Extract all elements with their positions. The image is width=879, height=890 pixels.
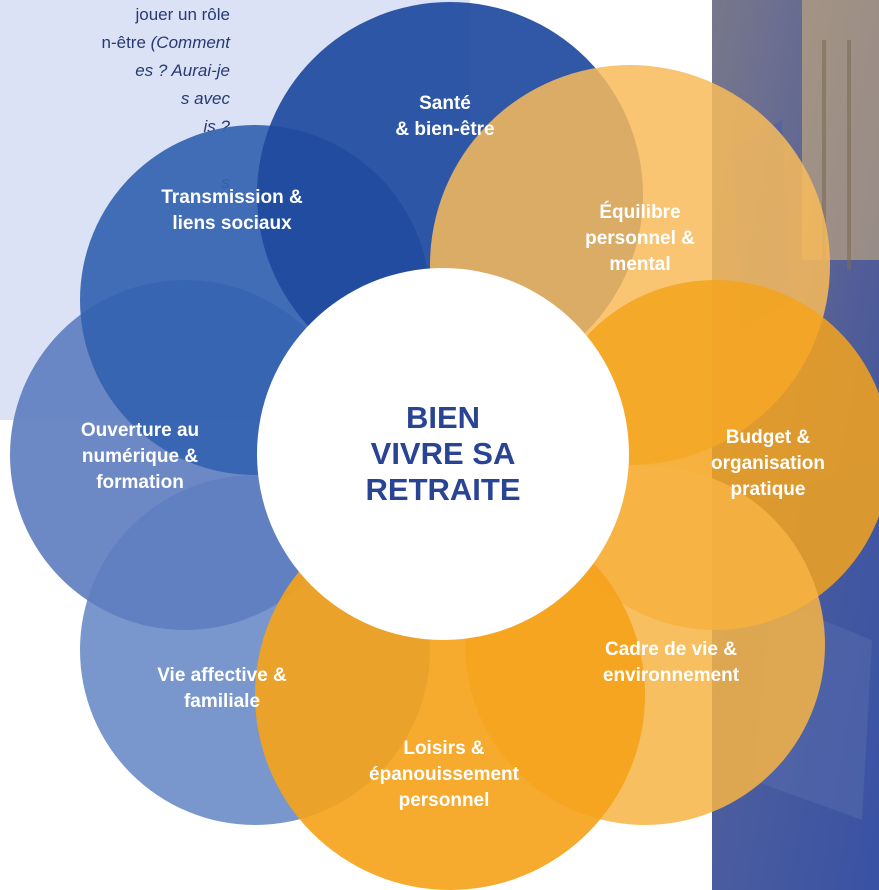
intro-line: s avec [180,89,230,108]
petal-label-vie-affective: Vie affective & familiale [157,665,287,712]
petal-label-transmission: Transmission & liens sociaux [161,187,303,234]
petal-label-sante: Santé & bien-être [395,93,495,140]
petal-label-loisirs: Loisirs & épanouissement personnel [369,738,519,811]
center-circle [257,268,629,640]
intro-line: jouer un rôle [135,5,230,24]
petal-label-budget: Budget & organisation pratique [710,427,826,500]
intro-line: es ? Aurai-je [135,61,230,80]
petal-label-cadre-de-vie: Cadre de vie & environnement [602,639,740,686]
petal-label-equilibre: Équilibre personnel & mental [585,202,695,275]
petal-label-ouverture-numerique: Ouverture au numérique & formation [80,420,200,493]
center-title: BIEN VIVRE SA RETRAITE [365,400,521,507]
intro-line: n-être (Comment [101,33,231,52]
